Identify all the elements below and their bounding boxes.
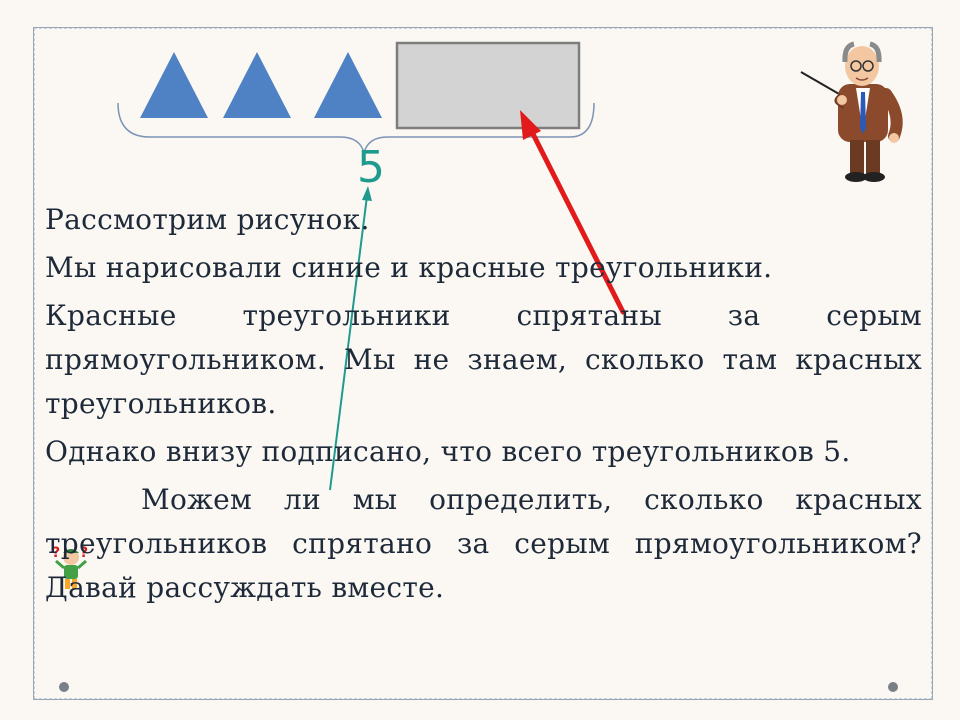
corner-dot-right	[888, 682, 898, 692]
corner-dot-left	[59, 682, 69, 692]
teacher-with-pointer-icon	[800, 41, 903, 182]
thinking-kid-icon: ? ?	[52, 545, 88, 589]
blue-triangle-2	[223, 52, 291, 118]
svg-text:?: ?	[52, 545, 60, 561]
slide-text: Рассмотрим рисунок. Мы нарисовали синие …	[45, 198, 922, 614]
bottom-divider	[33, 699, 933, 700]
blue-triangle-1	[140, 52, 208, 118]
slide-frame-inner	[34, 28, 932, 699]
paragraph-triangles: Мы нарисовали синие и красные треугольни…	[45, 251, 773, 284]
blue-triangle-3	[314, 52, 382, 118]
paragraph-intro: Рассмотрим рисунок.	[45, 203, 370, 236]
paragraph-total: Однако внизу подписано, что всего треуго…	[45, 435, 851, 468]
paragraph-hidden: Красные треугольники спрятаны за серым п…	[45, 299, 922, 420]
gray-hidden-rectangle	[395, 41, 581, 130]
teal-arrow	[329, 186, 372, 491]
svg-text:?: ?	[80, 545, 88, 561]
paragraph-question: Можем ли мы определить, сколько красных …	[45, 483, 922, 604]
red-arrow	[520, 110, 626, 315]
total-count-label: 5	[357, 142, 385, 193]
curly-brace	[117, 102, 595, 154]
